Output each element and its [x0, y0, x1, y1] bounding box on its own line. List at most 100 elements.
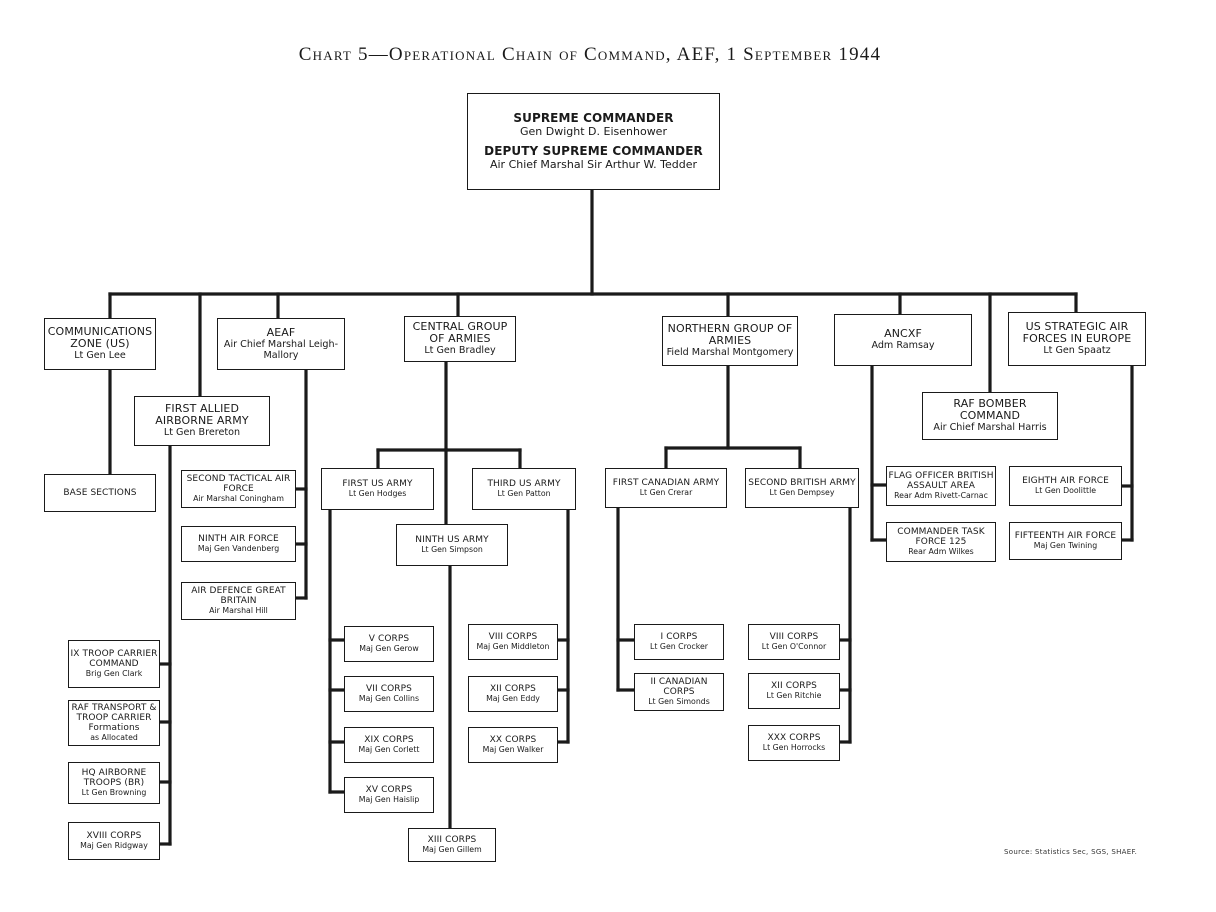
raf-transport-box: RAF TRANSPORT & TROOP CARRIER Formations… [68, 700, 160, 746]
ninth-us-army-title: NINTH US ARMY [415, 535, 489, 546]
first-us-army-box: FIRST US ARMY Lt Gen Hodges [321, 468, 434, 510]
ctf125-title: COMMANDER TASK FORCE 125 [897, 527, 985, 548]
xviii-corps-title: XVIII CORPS [86, 831, 142, 842]
fifteenth-af-box: FIFTEENTH AIR FORCE Maj Gen Twining [1009, 522, 1122, 560]
xii-corps-br-title: XII CORPS [771, 681, 817, 692]
fifteenth-af-name: Maj Gen Twining [1033, 541, 1098, 551]
xii-corps-us-title: XII CORPS [490, 684, 536, 695]
xv-corps-title: XV CORPS [365, 785, 413, 796]
third-us-army-box: THIRD US ARMY Lt Gen Patton [472, 468, 576, 510]
usstaf-name: Lt Gen Spaatz [1043, 345, 1111, 357]
first-canadian-army-box: FIRST CANADIAN ARMY Lt Gen Crerar [605, 468, 727, 508]
xii-corps-br-box: XII CORPS Lt Gen Ritchie [748, 673, 840, 709]
v-corps-title: V CORPS [368, 634, 410, 645]
comz-box: COMMUNICATIONS ZONE (US) Lt Gen Lee [44, 318, 156, 370]
second-british-army-title: SECOND BRITISH ARMY [748, 478, 856, 489]
xii-corps-us-name: Maj Gen Eddy [486, 694, 540, 704]
xviii-corps-name: Maj Gen Ridgway [80, 841, 148, 851]
third-us-army-title: THIRD US ARMY [487, 479, 561, 490]
viii-corps-br-box: VIII CORPS Lt Gen O'Connor [748, 624, 840, 660]
raf-transport-name: as Allocated [90, 733, 138, 743]
base-sections-title: BASE SECTIONS [63, 487, 137, 498]
supreme-title: SUPREME COMMANDER [513, 110, 674, 125]
central-title: CENTRAL GROUP OF ARMIES [412, 319, 508, 346]
ix-troop-carrier-title: IX TROOP CARRIER COMMAND [70, 649, 158, 670]
second-taf-title: SECOND TACTICAL AIR FORCE [186, 474, 291, 495]
viii-corps-us-title: VIII CORPS [488, 632, 538, 643]
viii-corps-us-name: Maj Gen Middleton [476, 642, 550, 652]
viii-corps-us-box: VIII CORPS Maj Gen Middleton [468, 624, 558, 660]
raf-bomber-box: RAF BOMBER COMMAND Air Chief Marshal Har… [922, 392, 1058, 440]
aeaf-box: AEAF Air Chief Marshal Leigh-Mallory [217, 318, 345, 370]
ii-canadian-corps-box: II CANADIAN CORPS Lt Gen Simonds [634, 673, 724, 711]
faaa-title: FIRST ALLIED AIRBORNE ARMY [155, 401, 249, 428]
ninth-us-army-box: NINTH US ARMY Lt Gen Simpson [396, 524, 508, 566]
v-corps-box: V CORPS Maj Gen Gerow [344, 626, 434, 662]
xviii-corps-box: XVIII CORPS Maj Gen Ridgway [68, 822, 160, 860]
xix-corps-box: XIX CORPS Maj Gen Corlett [344, 727, 434, 763]
second-british-army-name: Lt Gen Dempsey [769, 488, 835, 498]
xxx-corps-box: XXX CORPS Lt Gen Horrocks [748, 725, 840, 761]
v-corps-name: Maj Gen Gerow [359, 644, 419, 654]
xx-corps-name: Maj Gen Walker [482, 745, 544, 755]
aeaf-name: Air Chief Marshal Leigh-Mallory [223, 338, 339, 361]
i-corps-box: I CORPS Lt Gen Crocker [634, 624, 724, 660]
comz-title: COMMUNICATIONS ZONE (US) [47, 324, 153, 351]
xiii-corps-box: XIII CORPS Maj Gen Gillem [408, 828, 496, 862]
vii-corps-title: VII CORPS [366, 684, 412, 695]
first-us-army-name: Lt Gen Hodges [348, 489, 407, 499]
hq-airborne-box: HQ AIRBORNE TROOPS (BR) Lt Gen Browning [68, 762, 160, 804]
usstaf-box: US STRATEGIC AIR FORCES IN EUROPE Lt Gen… [1008, 312, 1146, 366]
ninth-af-box: NINTH AIR FORCE Maj Gen Vandenberg [181, 526, 296, 562]
adgb-title: AIR DEFENCE GREAT BRITAIN [191, 586, 286, 607]
xxx-corps-title: XXX CORPS [767, 733, 821, 744]
chart-title: Chart 5—Operational Chain of Command, AE… [298, 44, 882, 65]
xx-corps-title: XX CORPS [489, 735, 537, 746]
vii-corps-name: Maj Gen Collins [358, 694, 420, 704]
xix-corps-name: Maj Gen Corlett [358, 745, 420, 755]
central-group-box: CENTRAL GROUP OF ARMIES Lt Gen Bradley [404, 316, 516, 362]
base-sections-box: BASE SECTIONS [44, 474, 156, 512]
xiii-corps-name: Maj Gen Gillem [422, 845, 482, 855]
deputy-title: DEPUTY SUPREME COMMANDER [484, 143, 703, 158]
hq-airborne-title: HQ AIRBORNE TROOPS (BR) [81, 768, 147, 789]
vii-corps-box: VII CORPS Maj Gen Collins [344, 676, 434, 712]
xii-corps-br-name: Lt Gen Ritchie [766, 691, 822, 701]
xv-corps-box: XV CORPS Maj Gen Haislip [344, 777, 434, 813]
eighth-af-title: EIGHTH AIR FORCE [1022, 476, 1109, 487]
adgb-name: Air Marshal Hill [209, 606, 268, 616]
faaa-box: FIRST ALLIED AIRBORNE ARMY Lt Gen Breret… [134, 396, 270, 446]
ancxf-title: ANCXF [884, 326, 922, 340]
flag-officer-title: FLAG OFFICER BRITISH ASSAULT AREA [888, 471, 994, 492]
northern-title: NORTHERN GROUP OF ARMIES [667, 321, 793, 348]
first-canadian-army-title: FIRST CANADIAN ARMY [612, 478, 720, 489]
ctf125-box: COMMANDER TASK FORCE 125 Rear Adm Wilkes [886, 522, 996, 562]
northern-name: Field Marshal Montgomery [666, 347, 794, 359]
viii-corps-br-name: Lt Gen O'Connor [761, 642, 827, 652]
xiii-corps-title: XIII CORPS [427, 835, 477, 846]
xii-corps-us-box: XII CORPS Maj Gen Eddy [468, 676, 558, 712]
ninth-us-army-name: Lt Gen Simpson [421, 545, 483, 555]
raf-bomber-title: RAF BOMBER COMMAND [953, 396, 1027, 423]
eighth-af-box: EIGHTH AIR FORCE Lt Gen Doolittle [1009, 466, 1122, 506]
source-note: Source: Statistics Sec, SGS, SHAEF. [1004, 848, 1138, 856]
flag-officer-box: FLAG OFFICER BRITISH ASSAULT AREA Rear A… [886, 466, 996, 506]
ii-canadian-corps-name: Lt Gen Simonds [648, 697, 710, 707]
viii-corps-br-title: VIII CORPS [769, 632, 819, 643]
third-us-army-name: Lt Gen Patton [497, 489, 551, 499]
xxx-corps-name: Lt Gen Horrocks [762, 743, 826, 753]
first-canadian-army-name: Lt Gen Crerar [639, 488, 693, 498]
ninth-af-title: NINTH AIR FORCE [198, 534, 279, 545]
ancxf-box: ANCXF Adm Ramsay [834, 314, 972, 366]
ii-canadian-corps-title: II CANADIAN CORPS [650, 677, 708, 698]
eighth-af-name: Lt Gen Doolittle [1034, 486, 1097, 496]
faaa-name: Lt Gen Brereton [163, 427, 241, 439]
northern-group-box: NORTHERN GROUP OF ARMIES Field Marshal M… [662, 316, 798, 366]
supreme-commander-box: SUPREME COMMANDER Gen Dwight D. Eisenhow… [467, 93, 720, 190]
second-british-army-box: SECOND BRITISH ARMY Lt Gen Dempsey [745, 468, 859, 508]
ix-troop-carrier-box: IX TROOP CARRIER COMMAND Brig Gen Clark [68, 640, 160, 688]
xix-corps-title: XIX CORPS [364, 735, 414, 746]
second-taf-box: SECOND TACTICAL AIR FORCE Air Marshal Co… [181, 470, 296, 508]
ix-troop-carrier-name: Brig Gen Clark [85, 669, 143, 679]
